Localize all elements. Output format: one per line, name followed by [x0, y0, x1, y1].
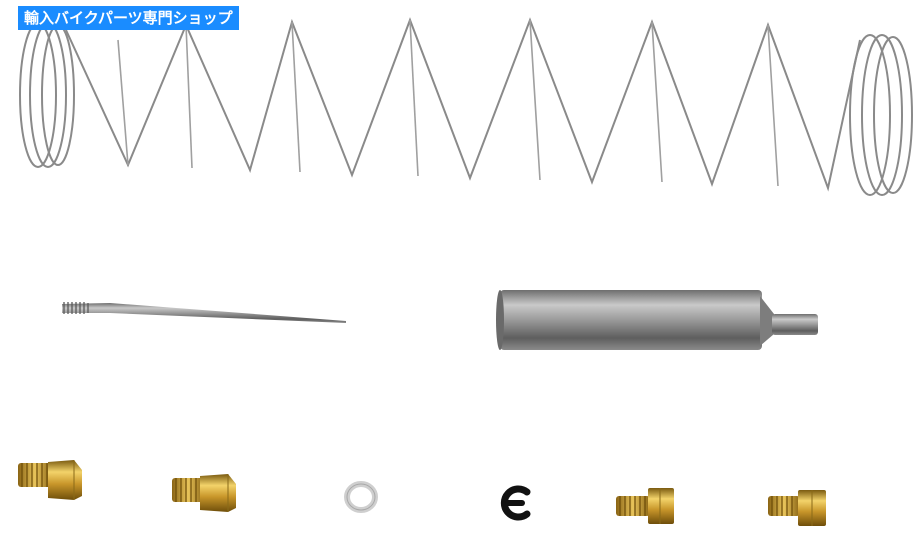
- spring: [19, 17, 913, 196]
- main-jet: [172, 474, 236, 512]
- e-clip: [500, 485, 531, 521]
- pilot-jet: [768, 490, 826, 526]
- pilot-jet: [616, 488, 674, 524]
- shop-badge: 輸入バイクパーツ専門ショップ: [18, 6, 239, 30]
- o-ring: [344, 481, 378, 513]
- main-jet: [18, 460, 82, 500]
- needle-jet: [496, 290, 818, 350]
- jet-needle: [62, 302, 346, 323]
